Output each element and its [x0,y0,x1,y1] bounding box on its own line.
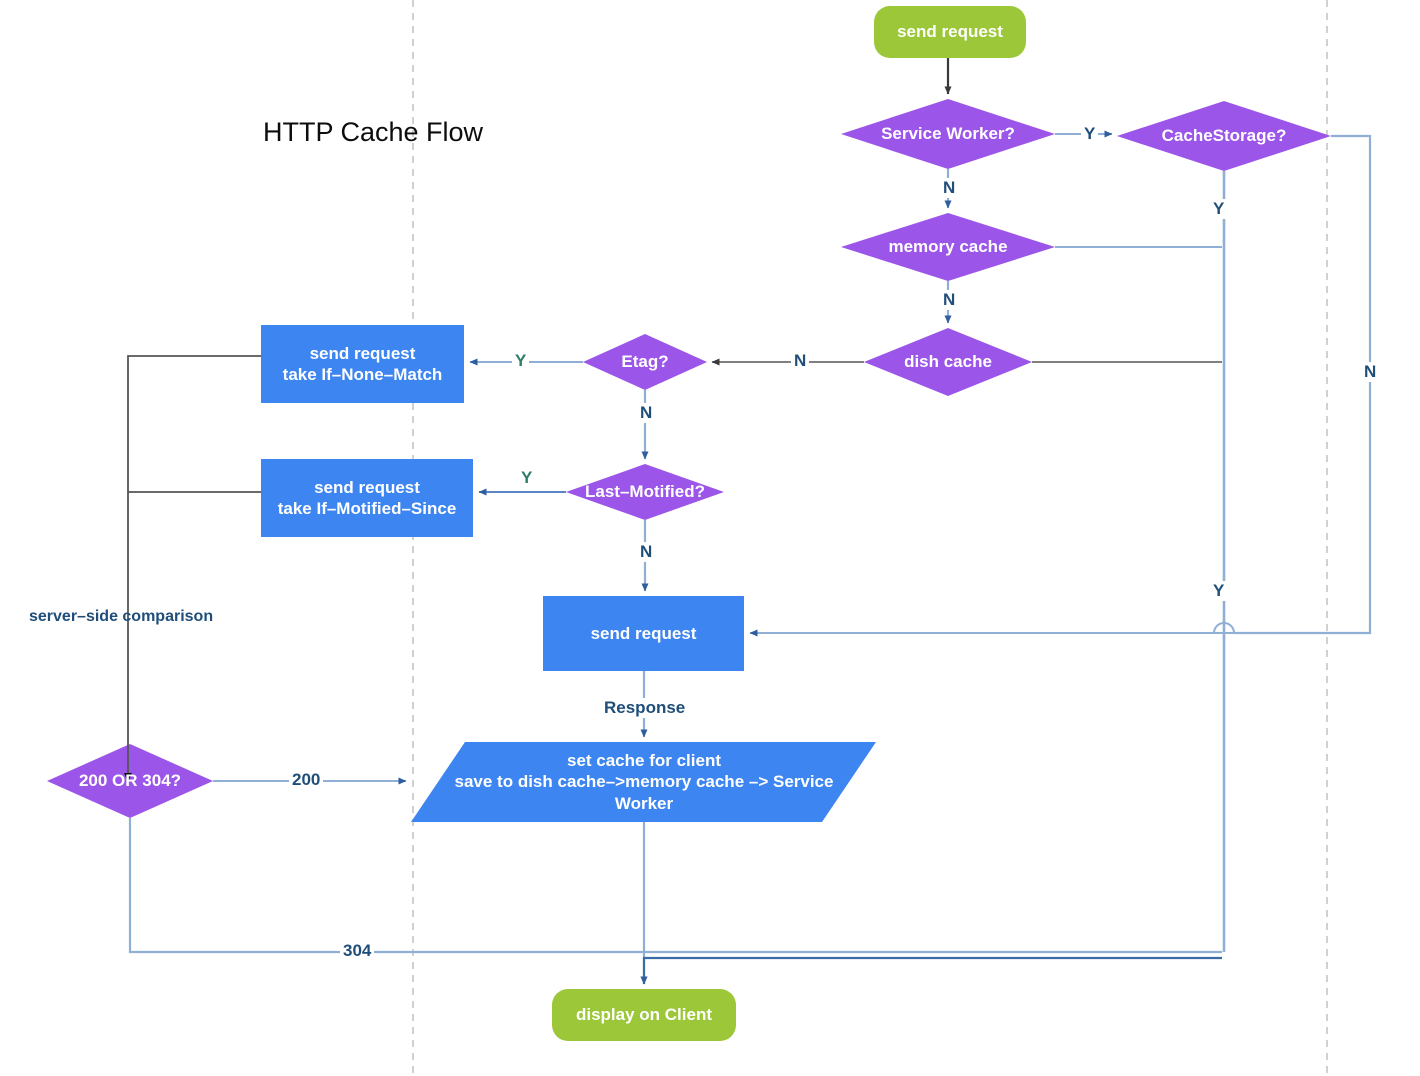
node-etag-shape [583,334,707,390]
edge-cachestorage-no [1234,134,1372,635]
node-dish-cache-shape [864,328,1032,396]
node-last-motified-shape [566,464,724,520]
node-display-shape [552,989,736,1041]
node-service-worker-shape [841,99,1055,169]
node-memory-cache-shape [841,213,1055,281]
node-send-request-main-shape [543,596,744,671]
edge-label-last-motified-yes: Y [518,468,536,488]
edge-status-304 [128,818,1222,954]
node-set-cache-shape [411,742,876,822]
edge-label-cachestorage-no: N [1361,362,1380,382]
page-title: HTTP Cache Flow [263,117,484,147]
edge-label-dish-cache-no: N [791,351,810,371]
edge-label-status-200: 200 [289,770,324,790]
edge-label-response: Response [601,698,689,718]
edge-trunk-to-display [640,956,1222,985]
edge-label-last-motified-no: N [637,542,656,562]
edge-label-status-304: 304 [340,941,375,961]
edge-label-etag-yes: Y [512,351,530,371]
node-cachestorage-shape [1117,101,1331,171]
node-start-shape [874,6,1026,58]
edge-label-memory-cache-no: N [940,290,959,310]
edge-if-none-match-to-trunk [124,355,261,782]
edge-label-cache-hit-yes: Y [1210,581,1228,601]
node-send-if-none-match-shape [261,325,464,403]
edge-label-service-worker-yes: Y [1081,124,1099,144]
annotation-server-side-comparison: server–side comparison [29,608,214,625]
edge-label-etag-no: N [637,403,656,423]
node-send-if-motified-since-shape [261,459,473,537]
edge-label-service-worker-no: N [940,178,959,198]
edge-line-hop [1213,622,1235,634]
node-status-check-shape [47,744,213,818]
edge-label-cachestorage-yes: Y [1210,199,1228,219]
